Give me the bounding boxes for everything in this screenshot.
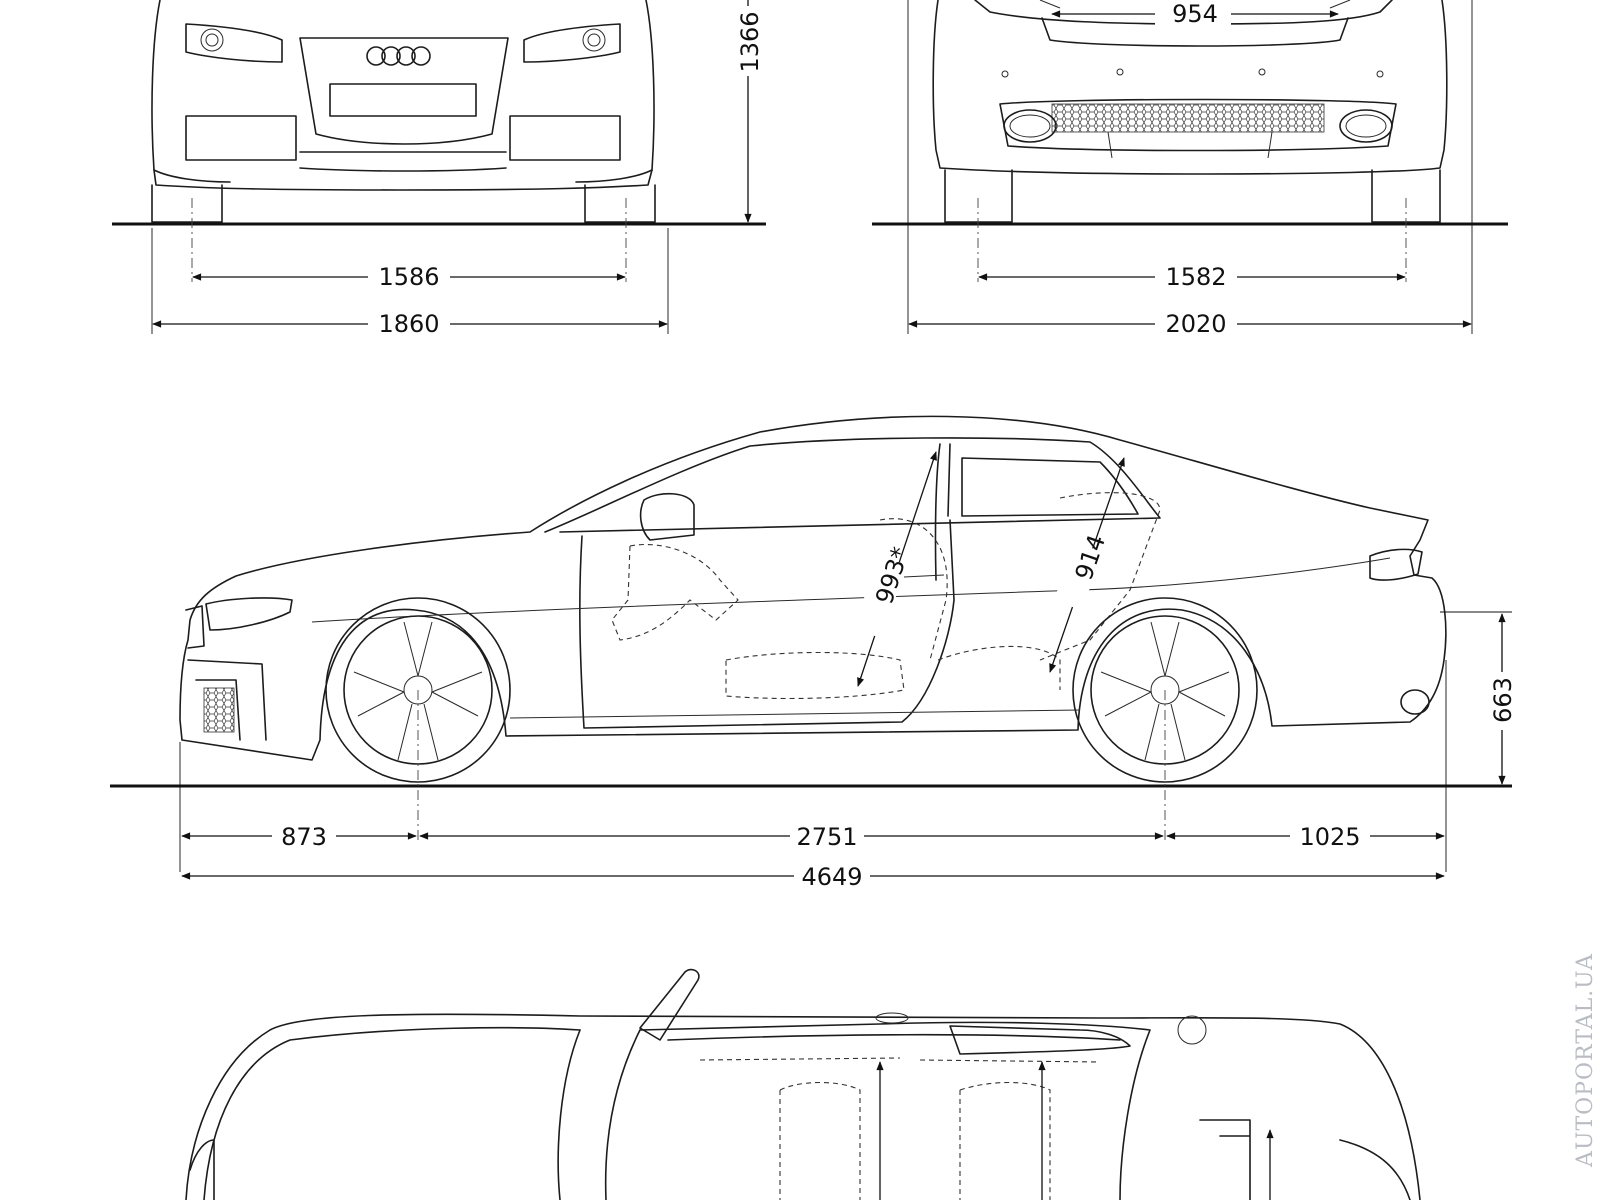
front-view: 1586 1860 1366: [112, 0, 766, 339]
side-headlight: [205, 597, 293, 631]
top-body-outline: [185, 1013, 1421, 1200]
top-mirror: [639, 968, 700, 1041]
front-height-label: 1366: [736, 11, 764, 72]
rear-left-tire: [944, 169, 1013, 223]
front-width-label: 1860: [378, 310, 439, 338]
front-right-headlight: [523, 23, 621, 63]
rear-right-tire: [1371, 169, 1441, 223]
boot-sill-height-label: 663: [1489, 677, 1517, 723]
front-overhang-label: 873: [281, 823, 327, 851]
rear-view: 954 1582 2020: [872, 0, 1508, 339]
rear-width-label: 2020: [1165, 310, 1226, 338]
front-grille: [299, 37, 509, 145]
side-exhaust: [1400, 689, 1430, 715]
front-body-outline: [151, 0, 655, 191]
wheelbase-label: 2751: [796, 823, 857, 851]
front-track-label: 1586: [378, 263, 439, 291]
side-window: [544, 437, 1161, 533]
front-seat-outline: [611, 543, 739, 641]
front-left-headlight: [185, 23, 283, 63]
rear-overhang-label: 1025: [1299, 823, 1360, 851]
top-roof-outline: [639, 1021, 1151, 1200]
rear-left-exhaust: [1003, 109, 1057, 143]
rear-track-label: 1582: [1165, 263, 1226, 291]
side-mirror: [639, 492, 695, 541]
rear-right-exhaust: [1339, 109, 1393, 143]
top-windshield: [557, 1029, 641, 1200]
rear-headroom-label: 914: [1070, 531, 1111, 583]
top-view: [185, 968, 1421, 1200]
front-right-tire: [584, 184, 656, 223]
side-taillight: [1369, 548, 1423, 581]
front-left-intake: [185, 115, 297, 161]
front-headroom-label: 993*: [870, 544, 914, 608]
side-body-outline: [179, 415, 1447, 761]
watermark: AUTOPORTAL.UA: [1573, 953, 1598, 1168]
rear-body-outline: [932, 0, 1448, 175]
rear-diffuser: [999, 98, 1397, 152]
front-license-plate: [329, 83, 477, 117]
audi-rings-logo-front: [360, 44, 440, 68]
front-left-tire: [151, 184, 223, 223]
side-door: [579, 519, 955, 729]
side-view: 873 2751 1025 4649 663 993* 914: [110, 415, 1517, 892]
length-label: 4649: [801, 863, 862, 891]
front-right-intake: [509, 115, 621, 161]
rear-diffuser-label: 954: [1172, 0, 1218, 28]
